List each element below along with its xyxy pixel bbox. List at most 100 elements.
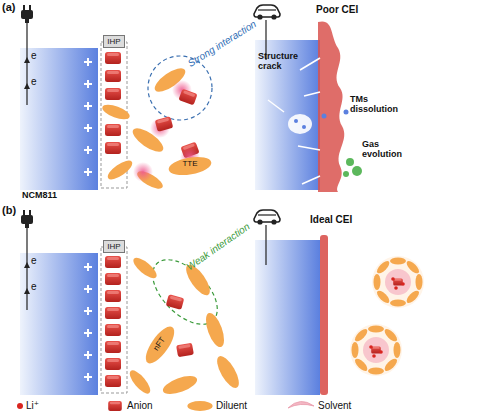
- box-label: IHP: [104, 241, 124, 252]
- degraded-cathode-part: [302, 176, 320, 184]
- strong-interaction-pairs-part: [133, 162, 153, 182]
- weak-interaction-pairs-part: [213, 353, 243, 391]
- weak-interaction-pairs-part: [161, 372, 200, 397]
- power-wire-b-part: [26, 228, 27, 310]
- power-wire-b-part: [24, 262, 30, 268]
- ihp-box: IHP: [103, 35, 125, 48]
- weak-interaction-pairs-part: [202, 311, 227, 350]
- solvation-clusters-part: [350, 324, 402, 376]
- degraded-cathode-part: [304, 92, 320, 96]
- power-wire-b-part: [24, 288, 30, 294]
- load-b: [254, 210, 280, 265]
- ihp-species-b-part: [105, 273, 121, 285]
- power-wire-b-part: [21, 210, 33, 228]
- load-a-part: [254, 5, 280, 20]
- weak-interaction-pairs-part: [166, 294, 185, 310]
- legend-symbols-part: [288, 401, 314, 408]
- cathode-b-part: [84, 307, 92, 315]
- strong-interaction-pairs: [129, 56, 212, 192]
- power-wire-a-part: [21, 5, 33, 23]
- stable-cathode-part: [320, 235, 328, 395]
- degraded-cathode-part: [343, 171, 349, 177]
- box-label: IHP: [104, 36, 124, 47]
- legend-symbols-part: [17, 403, 23, 409]
- cathode-a-part: [84, 58, 92, 66]
- degraded-cathode-part: [322, 114, 327, 119]
- legend-symbols: [17, 401, 314, 411]
- legend-symbols-part: [108, 401, 122, 411]
- legend-text: Li⁺: [26, 400, 39, 411]
- failure-label: Gas evolution: [362, 140, 414, 160]
- degraded-cathode-part: [302, 125, 306, 129]
- ihp-species-a-part: [105, 124, 121, 136]
- panel-tag: (a): [2, 1, 26, 13]
- ihp-species-a-part: [105, 88, 121, 100]
- degraded-cathode-part: [294, 119, 298, 123]
- strong-interaction-pairs-part: [167, 154, 212, 178]
- ihp-species-a-part: [105, 52, 121, 64]
- ihp-species-a: [101, 52, 135, 183]
- electron-label: e: [31, 50, 41, 61]
- degraded-cathode-part: [300, 58, 320, 70]
- cei-label: Poor CEI: [316, 4, 376, 15]
- weak-interaction-pairs-part: [130, 254, 159, 281]
- cathode-a-part: [84, 102, 92, 110]
- solvation-clusters: [350, 256, 424, 376]
- degraded-cathode-part: [318, 21, 344, 192]
- power-wire-a-part: [26, 23, 27, 105]
- ihp-species-b-part: [105, 324, 121, 336]
- cathode-a-part: [84, 124, 92, 132]
- degraded-cathode-part: [344, 110, 349, 115]
- degraded-cathode-part: [255, 40, 320, 190]
- ihp-species-b-part: [105, 256, 121, 268]
- electron-label: e: [31, 255, 41, 266]
- cathode-a-part: [84, 146, 92, 154]
- legend-text: Anion: [127, 400, 153, 411]
- strong-interaction-pairs-part: [155, 116, 174, 132]
- weak-interaction-pairs-part: [126, 367, 153, 396]
- ihp-species-b-part: [105, 341, 121, 353]
- cathode-b-part: [20, 253, 98, 395]
- cathode-b: [20, 253, 98, 395]
- degraded-cathode-part: [346, 158, 354, 166]
- degraded-cathode-part: [268, 100, 284, 112]
- weak-interaction-pairs-part: [176, 343, 194, 358]
- legend-text: Diluent: [216, 400, 247, 411]
- cathode-name: NCM811: [22, 191, 82, 201]
- legend-text: Solvent: [318, 400, 351, 411]
- strong-interaction-pairs-part: [178, 89, 197, 106]
- diluent-name: TTE: [177, 160, 203, 169]
- ihp-species-b-part: [105, 375, 121, 387]
- cathode-b-part: [84, 263, 92, 271]
- degraded-cathode-part: [288, 114, 312, 134]
- load-b-part: [265, 225, 266, 265]
- cathode-b-part: [84, 285, 92, 293]
- ihp-species-a-part: [105, 142, 121, 154]
- electron-label: e: [31, 76, 41, 87]
- ihp-species-a-part: [105, 157, 135, 183]
- cathode-b-part: [84, 329, 92, 337]
- degraded-cathode-part: [352, 166, 362, 176]
- ihp-species-a-part: [101, 102, 132, 122]
- cathode-a-part: [84, 80, 92, 88]
- weak-interaction-pairs-part: [141, 322, 180, 367]
- cathode-a-part: [84, 168, 92, 176]
- ihp-species-b-part: [105, 307, 121, 319]
- ihp-box: IHP: [103, 240, 125, 253]
- ihp-species-b: [105, 256, 121, 387]
- ihp-species-a-part: [105, 70, 121, 82]
- electron-label: e: [31, 281, 41, 292]
- power-wire-a-part: [24, 83, 30, 89]
- power-wire-a-part: [24, 57, 30, 63]
- cathode-a-part: [20, 48, 98, 190]
- ihp-species-b-part: [105, 290, 121, 302]
- strong-interaction-pairs-part: [148, 56, 212, 120]
- legend-symbols-part: [187, 401, 212, 411]
- interaction-label: Weak interaction: [174, 213, 262, 279]
- cathode-b-part: [84, 373, 92, 381]
- failure-label: Structure crack: [258, 52, 308, 72]
- panel-tag: (b): [2, 204, 26, 216]
- cathode-a: [20, 48, 98, 190]
